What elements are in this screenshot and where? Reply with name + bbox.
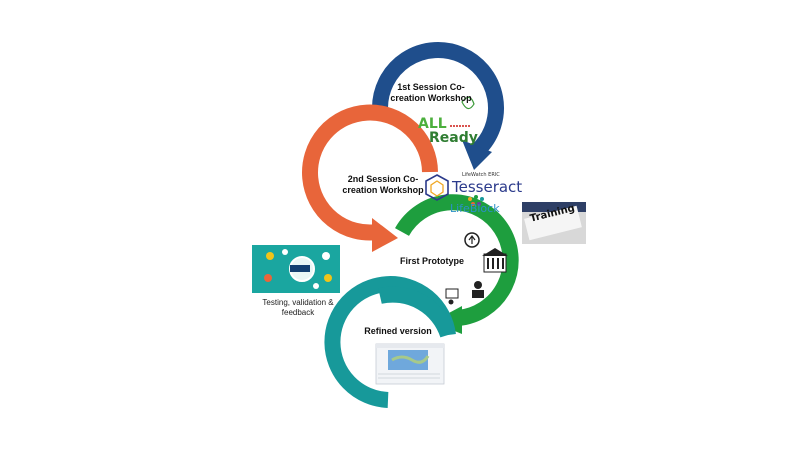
testing-caption: Testing, validation & feedback (256, 298, 340, 318)
testing-infographic (252, 245, 340, 293)
testing-caption-line1: Testing, validation & (262, 298, 334, 307)
tesseract-cube-icon (425, 174, 449, 201)
stage-2-ring (302, 104, 438, 252)
stage-1-label-line2: creation Workshop (390, 93, 472, 103)
stage-2-label: 2nd Session Co- creation Workshop (342, 174, 424, 196)
testing-caption-line2: feedback (281, 308, 315, 317)
stage-1-label: 1st Session Co- creation Workshop (388, 82, 474, 104)
bulb-head-icon (464, 232, 480, 248)
refined-screenshot (375, 343, 445, 385)
training-image (522, 202, 586, 244)
presenter-icon (445, 288, 459, 305)
tesseract-logo-small: LifeWatch ERIC (462, 172, 500, 178)
stage-1-label-line1: 1st Session Co- (397, 82, 465, 92)
stage-2-label-line2: creation Workshop (342, 185, 424, 195)
lifeblock-logo: LifeBlock (450, 202, 500, 215)
allready-logo-ready: Ready (429, 130, 478, 146)
stage-4-label: Refined version (364, 326, 432, 336)
allready-logo-all: ALL (418, 116, 447, 132)
stage-4-ring (324, 276, 456, 408)
lifeblock-dots-icon (468, 195, 484, 206)
tesseract-logo-name: Tesseract (452, 178, 523, 196)
stage-2-label-line1: 2nd Session Co- (347, 174, 419, 184)
allready-leaf-icon (450, 96, 475, 127)
bank-building-icon (482, 248, 508, 273)
workers-icon (472, 281, 484, 298)
stage-3-label: First Prototype (399, 256, 464, 266)
stage-1-ring (372, 42, 504, 170)
